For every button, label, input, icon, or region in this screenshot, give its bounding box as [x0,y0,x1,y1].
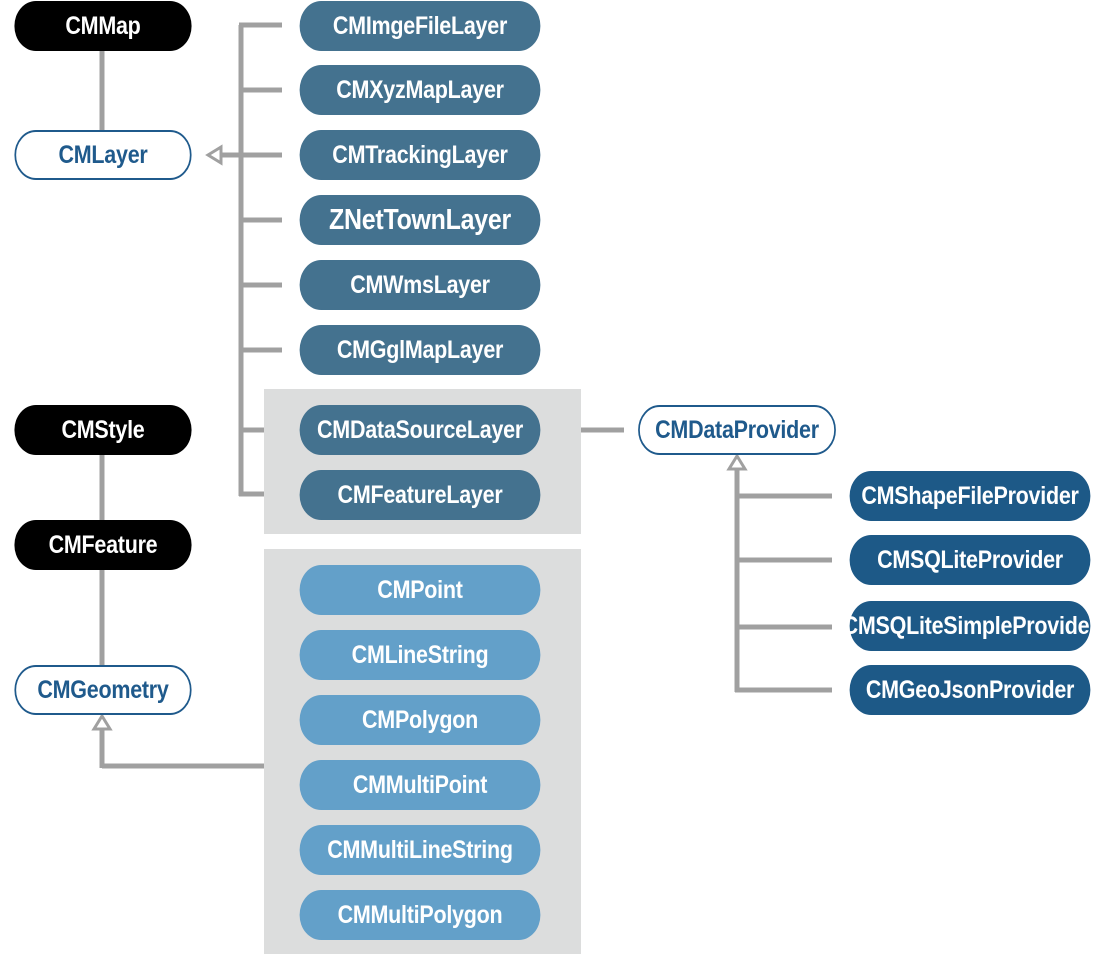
node-cmmap-label: CMMap [65,11,141,40]
node-geometry-label: CMPoint [377,575,463,604]
node-layer-label: CMImgeFileLayer [332,11,508,40]
node-cmstyle-label: CMStyle [61,415,145,444]
node-cmgeometry-label: CMGeometry [37,675,169,704]
node-provider-label: CMSQLiteProvider [877,545,1063,574]
node-geometry: CMPoint [299,565,541,615]
node-layer-label: CMGglMapLayer [336,335,504,364]
node-provider-label: CMSQLiteSimpleProvider [842,611,1098,640]
node-cmmap: CMMap [14,1,192,51]
node-geometry: CMLineString [299,630,541,680]
node-cmgeometry: CMGeometry [14,665,192,715]
node-layer: CMXyzMapLayer [299,65,541,115]
node-geometry-label: CMMultiPoint [352,770,488,799]
node-geometry: CMMultiLineString [299,825,541,875]
node-cmdataprovider-label: CMDataProvider [655,415,819,444]
node-geometry: CMMultiPoint [299,760,541,810]
node-layer: CMGglMapLayer [299,325,541,375]
node-layer: CMDataSourceLayer [299,405,541,455]
node-cmlayer-label: CMLayer [58,140,148,169]
node-geometry: CMPolygon [299,695,541,745]
node-provider: CMGeoJsonProvider [849,665,1091,715]
node-layer-label: ZNetTownLayer [329,203,511,236]
node-cmfeature-label: CMFeature [48,530,158,559]
node-provider: CMSQLiteProvider [849,535,1091,585]
node-layer: CMTrackingLayer [299,130,541,180]
node-geometry: CMMultiPolygon [299,890,541,940]
node-cmdataprovider: CMDataProvider [638,405,836,455]
node-layer-label: CMTrackingLayer [332,140,508,169]
node-geometry-label: CMPolygon [362,705,478,734]
node-provider: CMShapeFileProvider [849,471,1091,521]
node-geometry-label: CMLineString [351,640,489,669]
node-layer: CMFeatureLayer [299,470,541,520]
node-cmstyle: CMStyle [14,405,192,455]
node-layer: CMImgeFileLayer [299,1,541,51]
node-provider-label: CMShapeFileProvider [861,481,1079,510]
geometry-group-box [264,549,581,954]
node-layer-label: CMXyzMapLayer [336,75,504,104]
node-layer-label: CMDataSourceLayer [317,415,523,444]
node-cmfeature: CMFeature [14,520,192,570]
node-provider-label: CMGeoJsonProvider [865,675,1075,704]
node-cmlayer: CMLayer [14,130,192,180]
node-layer-label: CMWmsLayer [350,270,490,299]
node-layer: ZNetTownLayer [299,195,541,245]
node-geometry-label: CMMultiLineString [327,835,513,864]
node-geometry-label: CMMultiPolygon [337,900,503,929]
node-layer: CMWmsLayer [299,260,541,310]
node-provider: CMSQLiteSimpleProvider [843,601,1098,651]
node-layer-label: CMFeatureLayer [337,480,503,509]
